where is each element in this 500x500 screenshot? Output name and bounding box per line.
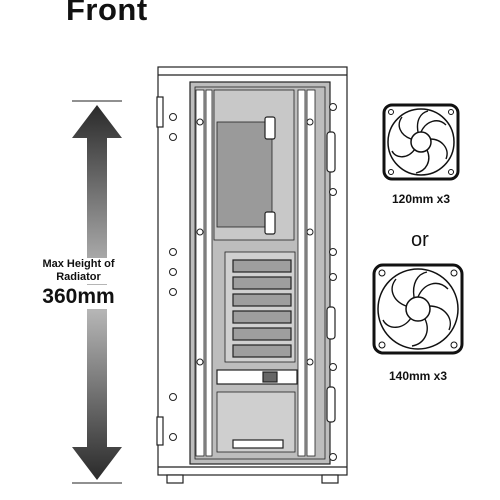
page-title: Front <box>66 0 148 27</box>
radiator-label: Max Height of Radiator <box>16 258 141 284</box>
radiator-label-line2: Radiator <box>56 271 101 283</box>
fan-icon <box>372 263 464 355</box>
radiator-label-line1: Max Height of <box>42 258 115 270</box>
fan-140-label: 140mm x3 <box>388 369 448 383</box>
or-label: or <box>411 229 429 251</box>
fan-120-label: 120mm x3 <box>391 192 451 206</box>
radiator-height-value: 360mm <box>16 285 141 309</box>
fan-icon <box>382 103 460 181</box>
pc-case-front-icon <box>156 66 348 484</box>
